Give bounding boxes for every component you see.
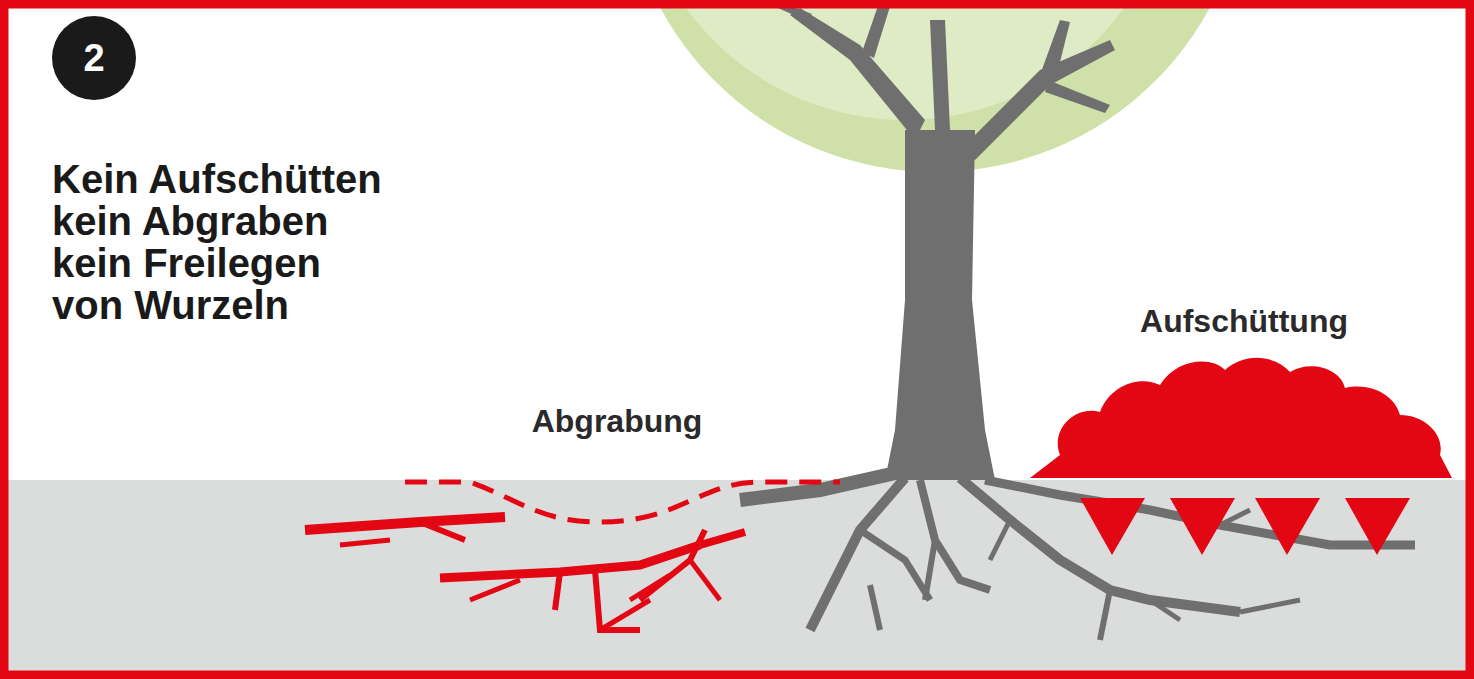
area-label: Aufschüttung bbox=[1140, 305, 1348, 337]
tree-trunk bbox=[760, 0, 1115, 480]
area-label: Abgrabung bbox=[532, 405, 703, 437]
soil-pile bbox=[1030, 358, 1452, 478]
excavation-outline bbox=[405, 482, 840, 522]
pressure-arrows bbox=[1080, 498, 1410, 555]
heading: Kein Aufschütten kein Abgraben kein Frei… bbox=[52, 158, 397, 326]
frame-border bbox=[4, 4, 1470, 675]
damaged-roots bbox=[305, 517, 745, 630]
callout-number: 2 bbox=[52, 16, 136, 100]
ground bbox=[0, 480, 1474, 679]
callout-text: 2 bbox=[83, 39, 104, 77]
tree-roots bbox=[740, 472, 1415, 640]
